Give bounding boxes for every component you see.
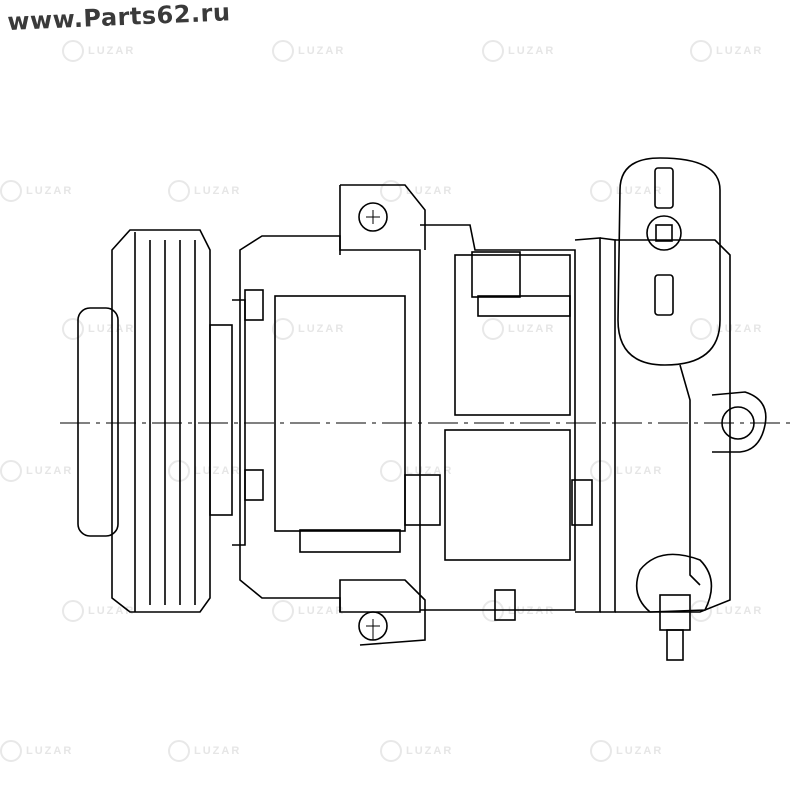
luzar-logo-icon [380, 460, 402, 482]
luzar-logo-icon [272, 600, 294, 622]
compressor-body [232, 184, 731, 646]
watermark-text: LUZAR [406, 745, 454, 757]
luzar-logo-icon [62, 318, 84, 340]
luzar-logo-icon [168, 460, 190, 482]
watermark-text: LUZAR [508, 605, 556, 617]
luzar-watermark: LUZAR [482, 318, 555, 340]
luzar-watermark: LUZAR [690, 318, 763, 340]
watermark-text: LUZAR [616, 185, 664, 197]
luzar-watermark: LUZAR [0, 460, 73, 482]
luzar-watermark: LUZAR [272, 600, 345, 622]
watermark-text: LUZAR [406, 185, 454, 197]
luzar-watermark: LUZAR [380, 460, 453, 482]
watermark-text: LUZAR [616, 745, 664, 757]
luzar-watermark: LUZAR [380, 180, 453, 202]
luzar-logo-icon [62, 40, 84, 62]
luzar-logo-icon [0, 740, 22, 762]
luzar-logo-icon [380, 740, 402, 762]
luzar-watermark: LUZAR [272, 40, 345, 62]
watermark-text: LUZAR [26, 465, 74, 477]
luzar-logo-icon [690, 318, 712, 340]
luzar-logo-icon [62, 600, 84, 622]
luzar-logo-icon [168, 180, 190, 202]
luzar-watermark: LUZAR [62, 318, 135, 340]
luzar-watermark: LUZAR [590, 740, 663, 762]
luzar-logo-icon [482, 600, 504, 622]
luzar-watermark: LUZAR [168, 740, 241, 762]
luzar-watermark: LUZAR [380, 740, 453, 762]
luzar-watermark: LUZAR [482, 40, 555, 62]
luzar-watermark: LUZAR [590, 180, 663, 202]
mount-ear-bottom [358, 611, 388, 641]
watermark-text: LUZAR [298, 45, 346, 57]
luzar-watermark: LUZAR [0, 740, 73, 762]
watermark-text: LUZAR [88, 45, 136, 57]
luzar-logo-icon [0, 460, 22, 482]
luzar-logo-icon [590, 180, 612, 202]
watermark-text: LUZAR [26, 745, 74, 757]
luzar-logo-icon [380, 180, 402, 202]
watermark-text: LUZAR [716, 605, 764, 617]
watermark-text: LUZAR [716, 45, 764, 57]
luzar-logo-icon [272, 318, 294, 340]
watermark-text: LUZAR [508, 45, 556, 57]
watermark-text: LUZAR [26, 185, 74, 197]
manifold-block [617, 157, 721, 366]
luzar-watermark: LUZAR [690, 40, 763, 62]
luzar-watermark: LUZAR [272, 318, 345, 340]
luzar-watermark: LUZAR [482, 600, 555, 622]
watermark-text: LUZAR [88, 605, 136, 617]
watermark-text: LUZAR [298, 323, 346, 335]
pulley [77, 229, 233, 613]
watermark-text: LUZAR [406, 465, 454, 477]
watermark-text: LUZAR [716, 323, 764, 335]
luzar-logo-icon [590, 740, 612, 762]
luzar-logo-icon [590, 460, 612, 482]
electrical-connector [635, 553, 713, 661]
luzar-watermark: LUZAR [62, 600, 135, 622]
watermark-text: LUZAR [88, 323, 136, 335]
luzar-logo-icon [272, 40, 294, 62]
luzar-watermark: LUZAR [0, 180, 73, 202]
watermark-text: LUZAR [616, 465, 664, 477]
mount-ear-right [711, 391, 767, 453]
luzar-logo-icon [168, 740, 190, 762]
watermark-text: LUZAR [298, 605, 346, 617]
luzar-logo-icon [690, 40, 712, 62]
mount-ear-top [358, 202, 388, 232]
luzar-watermark: LUZAR [168, 460, 241, 482]
luzar-logo-icon [0, 180, 22, 202]
watermark-text: LUZAR [194, 465, 242, 477]
watermark-text: LUZAR [508, 323, 556, 335]
watermark-text: LUZAR [194, 745, 242, 757]
luzar-watermark: LUZAR [62, 40, 135, 62]
luzar-logo-icon [482, 40, 504, 62]
luzar-watermark: LUZAR [168, 180, 241, 202]
luzar-logo-icon [482, 318, 504, 340]
watermark-text: LUZAR [194, 185, 242, 197]
luzar-watermark: LUZAR [590, 460, 663, 482]
